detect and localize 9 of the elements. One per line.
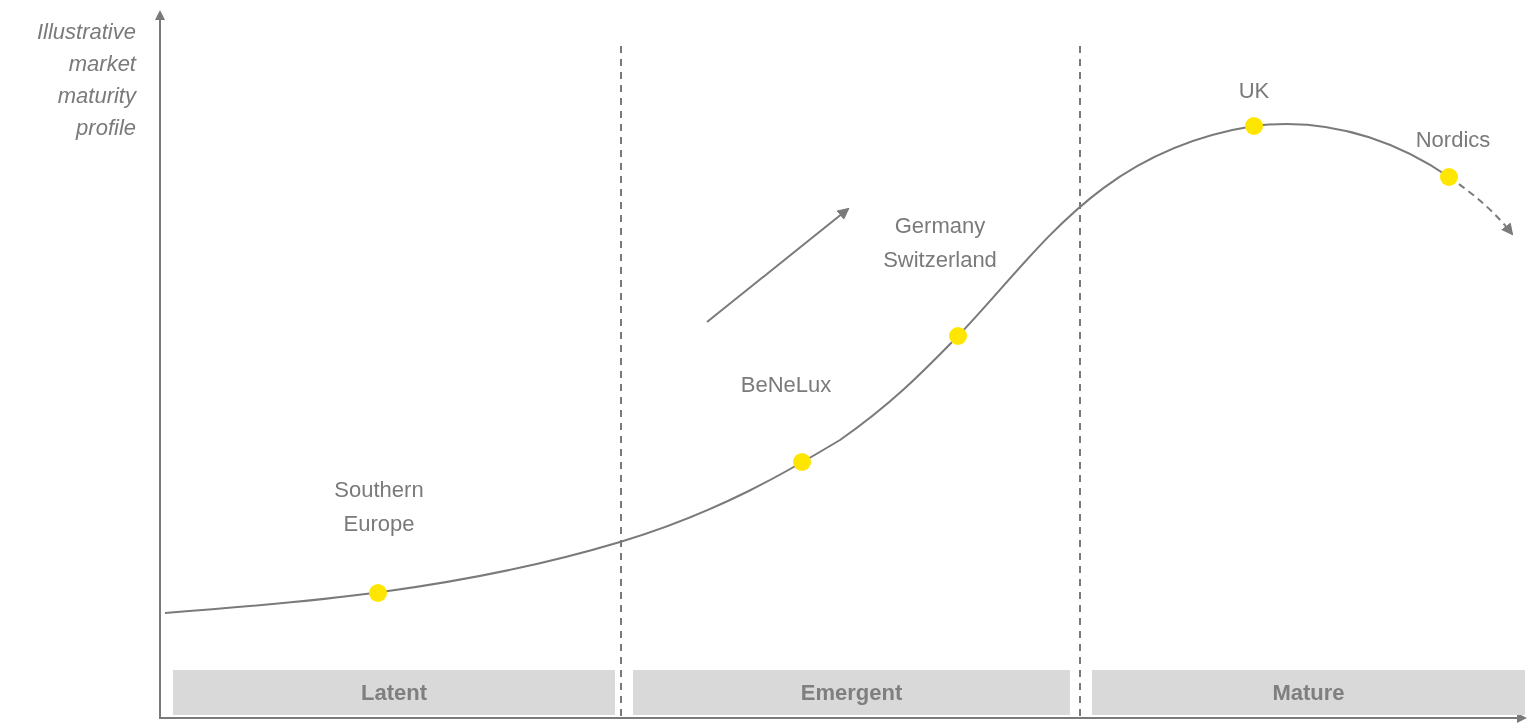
- phase-bar: Mature: [1092, 670, 1525, 715]
- phase-bar: Emergent: [633, 670, 1070, 715]
- phase-bar: Latent: [173, 670, 615, 715]
- country-label: Germany Switzerland: [882, 212, 998, 274]
- axis-title: Illustrative market maturity profile: [35, 18, 136, 142]
- country-label: UK: [1237, 77, 1271, 105]
- country-label: Nordics: [1414, 126, 1492, 154]
- country-label: Southern Europe: [333, 476, 425, 538]
- country-label: BeNeLux: [739, 371, 833, 399]
